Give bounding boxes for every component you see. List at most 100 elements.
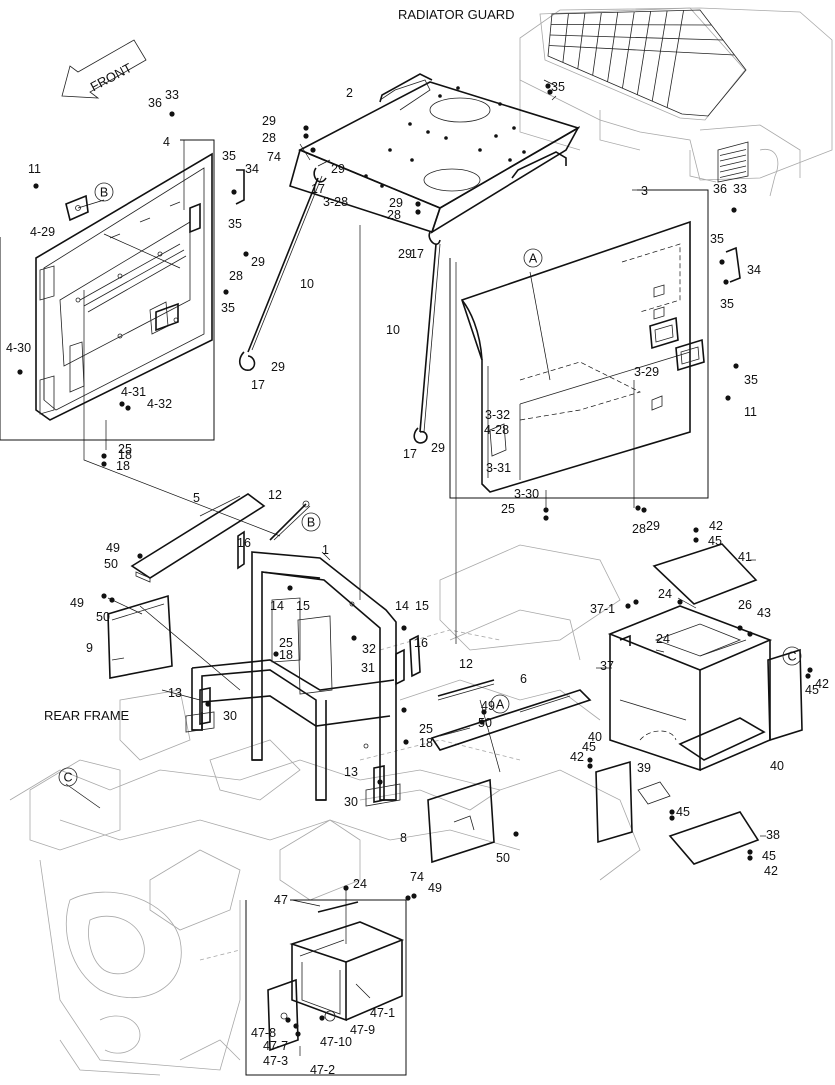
part-label: 50 <box>104 557 118 571</box>
part-label: 10 <box>386 323 400 337</box>
part-label: 17 <box>410 247 424 261</box>
part-label: 5 <box>193 491 200 505</box>
part-label: 42 <box>764 864 778 878</box>
part-label: 29 <box>251 255 265 269</box>
part-label: 3 <box>641 184 648 198</box>
part-label: 29 <box>646 519 660 533</box>
panel-part-40-right <box>767 648 803 742</box>
front-direction-arrow: FRONT <box>61 39 147 99</box>
part-label: 50 <box>496 851 510 865</box>
part-label: 37 <box>600 659 614 673</box>
part-label: 50 <box>96 610 110 624</box>
rear-frame-title: REAR FRAME <box>44 708 130 723</box>
part-label: 74 <box>410 870 424 884</box>
part-label: 45 <box>762 849 776 863</box>
part-label: 4-30 <box>6 341 31 355</box>
part-label: 4-31 <box>121 385 146 399</box>
part-label: 24 <box>353 877 367 891</box>
part-label: 49 <box>428 881 442 895</box>
part-label: 29 <box>389 196 403 210</box>
svg-text:C: C <box>63 771 72 785</box>
part-label: 35 <box>744 373 758 387</box>
strut-part-12-upper <box>269 500 311 541</box>
part-label: 6 <box>520 672 527 686</box>
part-label: 42 <box>709 519 723 533</box>
hinge-35-left <box>155 169 245 332</box>
callout-circle-a-lower: A <box>490 694 510 714</box>
part-label: 42 <box>815 677 829 691</box>
part-label: 29 <box>431 441 445 455</box>
callout-circle-c-left: C <box>58 767 78 787</box>
side-panel-part-8 <box>427 778 495 864</box>
part-label: 4 <box>163 135 170 149</box>
callout-circle-a-upper: A <box>523 248 543 268</box>
detail-box-47 <box>245 899 407 1076</box>
part-label: 3-29 <box>634 365 659 379</box>
part-label: 31 <box>361 661 375 675</box>
part-label: 34 <box>245 162 259 176</box>
part-label: 30 <box>223 709 237 723</box>
part-label: 38 <box>766 828 780 842</box>
tool-box-part-47 <box>289 901 405 1022</box>
part-label: 50 <box>478 716 492 730</box>
part-label: 43 <box>757 606 771 620</box>
callout-circle-b-upper: B <box>94 182 114 202</box>
part-label: 11 <box>28 162 41 176</box>
part-label: 12 <box>268 488 282 502</box>
part-label: 17 <box>251 378 265 392</box>
part-label: 4-29 <box>30 225 55 239</box>
part-label: 14 <box>270 599 284 613</box>
part-label: 3-30 <box>514 487 539 501</box>
part-label: 74 <box>267 150 281 164</box>
part-label: 8 <box>400 831 407 845</box>
part-label: 29 <box>262 114 276 128</box>
part-label: 29 <box>331 162 345 176</box>
rear-frame-background <box>9 544 641 1076</box>
latch-4-28 <box>65 194 89 222</box>
svg-text:C: C <box>787 650 796 664</box>
callout-circle-b-lower: B <box>301 512 321 532</box>
part-label: 3-32 <box>485 408 510 422</box>
hinge-34-right <box>725 246 741 283</box>
part-label: 14 <box>395 599 409 613</box>
engine-hood-background <box>519 7 833 197</box>
part-label: 4-32 <box>147 397 172 411</box>
side-vent <box>717 141 749 183</box>
part-label: 28 <box>262 131 276 145</box>
radiator-grille <box>547 9 747 117</box>
part-label: 29 <box>398 247 412 261</box>
part-label: 45 <box>805 683 819 697</box>
part-label: 35 <box>222 149 236 163</box>
part-label: 49 <box>106 541 120 555</box>
cover-part-38 <box>668 811 760 865</box>
part-label: 47-3 <box>263 1054 288 1068</box>
front-label: FRONT <box>88 60 135 94</box>
part-label: 17 <box>403 447 417 461</box>
part-label: 35 <box>221 301 235 315</box>
part-label: 16 <box>237 536 251 550</box>
part-label: 13 <box>344 765 358 779</box>
part-label: 33 <box>165 88 179 102</box>
strut-part-12-lower <box>437 679 495 701</box>
part-label: 40 <box>770 759 784 773</box>
part-label: 49 <box>481 699 495 713</box>
cover-part-39 <box>637 781 671 805</box>
part-label: 35 <box>228 217 242 231</box>
fastener-dots <box>17 83 813 1037</box>
part-label: 25 <box>419 722 433 736</box>
part-label: 35 <box>720 297 734 311</box>
svg-text:B: B <box>307 516 315 530</box>
svg-text:A: A <box>529 252 538 266</box>
battery-box-part-37 <box>607 605 773 772</box>
part-label: 47-2 <box>310 1063 335 1077</box>
part-label: 41 <box>738 550 752 564</box>
part-label: 40 <box>588 730 602 744</box>
part-label: 25 <box>279 636 293 650</box>
callout-circle-c-right: C <box>782 646 802 666</box>
part-label: 13 <box>168 686 182 700</box>
part-label: 33 <box>733 182 747 196</box>
part-label: 28 <box>229 269 243 283</box>
part-label: 24 <box>658 587 672 601</box>
